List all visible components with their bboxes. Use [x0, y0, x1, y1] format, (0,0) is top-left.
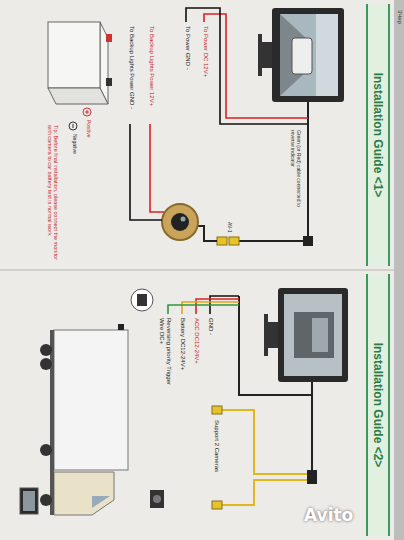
guide-title: Installation Guide <1>: [371, 73, 385, 198]
ground-wire: [186, 8, 308, 124]
monitor: [258, 8, 344, 102]
truck-chassis: [50, 330, 54, 515]
wire-label: GND -: [207, 318, 214, 335]
wire-label: To Power GND -: [184, 26, 191, 70]
header-band: Installation Guide <2>: [366, 274, 390, 536]
positive-icon: [83, 108, 91, 116]
tip-note: Tip: Before final installation, please c…: [46, 125, 59, 265]
monitor: [264, 288, 348, 382]
connector-block: [303, 236, 313, 246]
corner-note: 3Чер: [396, 10, 403, 24]
rear-camera: [118, 324, 124, 330]
wire-note: Green (or Red) cable connected to revers…: [290, 130, 302, 220]
battery-wire: [182, 302, 239, 314]
wheel: [40, 344, 52, 356]
battery-terminal: [106, 78, 112, 86]
battery-terminal: [106, 34, 112, 42]
camera-inset: [131, 289, 153, 311]
monitor-body: [278, 288, 348, 382]
monitor-cable: [307, 102, 309, 236]
screen-sky: [316, 14, 338, 96]
cab-window: [92, 496, 110, 508]
fold-line: [0, 269, 394, 271]
car-battery: [48, 22, 112, 104]
rca-plug: [212, 501, 222, 509]
battery-body: [48, 22, 100, 88]
wheel: [40, 494, 52, 506]
plus-mark: [85, 110, 89, 114]
inset-screen: [23, 491, 35, 511]
monitor-body: [272, 8, 344, 102]
backup-ground-wire: [130, 124, 162, 220]
wire-label: To Power DC 12V+: [202, 26, 209, 77]
camera-cable: [198, 226, 217, 241]
rca-plug: [229, 237, 239, 245]
monitor-base: [264, 314, 268, 356]
terminal-label: Negative: [71, 134, 77, 154]
screen-windshield: [312, 318, 328, 352]
monitor-stand: [262, 42, 272, 68]
trigger-wire: [168, 305, 239, 314]
monitor-inset: [20, 488, 38, 514]
av-cable: [239, 240, 303, 242]
harness-block: [307, 470, 317, 484]
guide-title: Installation Guide <2>: [371, 343, 385, 468]
camera-lens: [171, 213, 189, 231]
header-band: Installation Guide <1>: [366, 4, 390, 266]
monitor-screen: [284, 294, 342, 376]
wire-label: To Backup Lights Power GND -: [128, 26, 135, 109]
monitor-stand: [268, 322, 278, 348]
monitor-screen: [280, 14, 338, 96]
camera-cable: [222, 410, 307, 474]
camera-cable: [222, 480, 307, 505]
rca-plug: [212, 406, 222, 414]
negative-icon: [69, 122, 77, 130]
screen-car: [292, 38, 312, 74]
backup-power-wire: [150, 124, 164, 212]
bracket-lens: [153, 495, 161, 503]
monitor-base: [258, 34, 262, 76]
watermark: Avito: [304, 506, 353, 526]
battery-side: [48, 88, 108, 104]
truck: [40, 324, 128, 515]
wire-label: Battery DC12-24V+: [179, 318, 186, 370]
connector-label: AV-1: [226, 222, 232, 232]
camera-housing: [162, 204, 198, 240]
lens-glint: [181, 217, 186, 222]
power-harness: [239, 296, 312, 395]
rca-plug: [217, 237, 227, 245]
bracket-camera: [150, 490, 164, 508]
wheel: [40, 444, 52, 456]
paper: [0, 0, 394, 540]
inset-camera: [137, 294, 147, 306]
minus-mark: [73, 124, 74, 128]
terminal-label: Positive: [85, 120, 91, 138]
camera-note: Support 2 Cameras: [213, 420, 220, 472]
camera: [162, 204, 198, 240]
wire-label: Reversing priority Trigger Wire DC+: [158, 318, 172, 398]
truck-trailer: [54, 330, 128, 470]
wire-label: ACC DC12-24V+: [193, 318, 200, 364]
wheel: [40, 358, 52, 370]
truck-cab: [54, 472, 114, 515]
wire-label: To Backup Lights Power 12V+: [148, 26, 155, 106]
screen-truck: [294, 312, 334, 358]
